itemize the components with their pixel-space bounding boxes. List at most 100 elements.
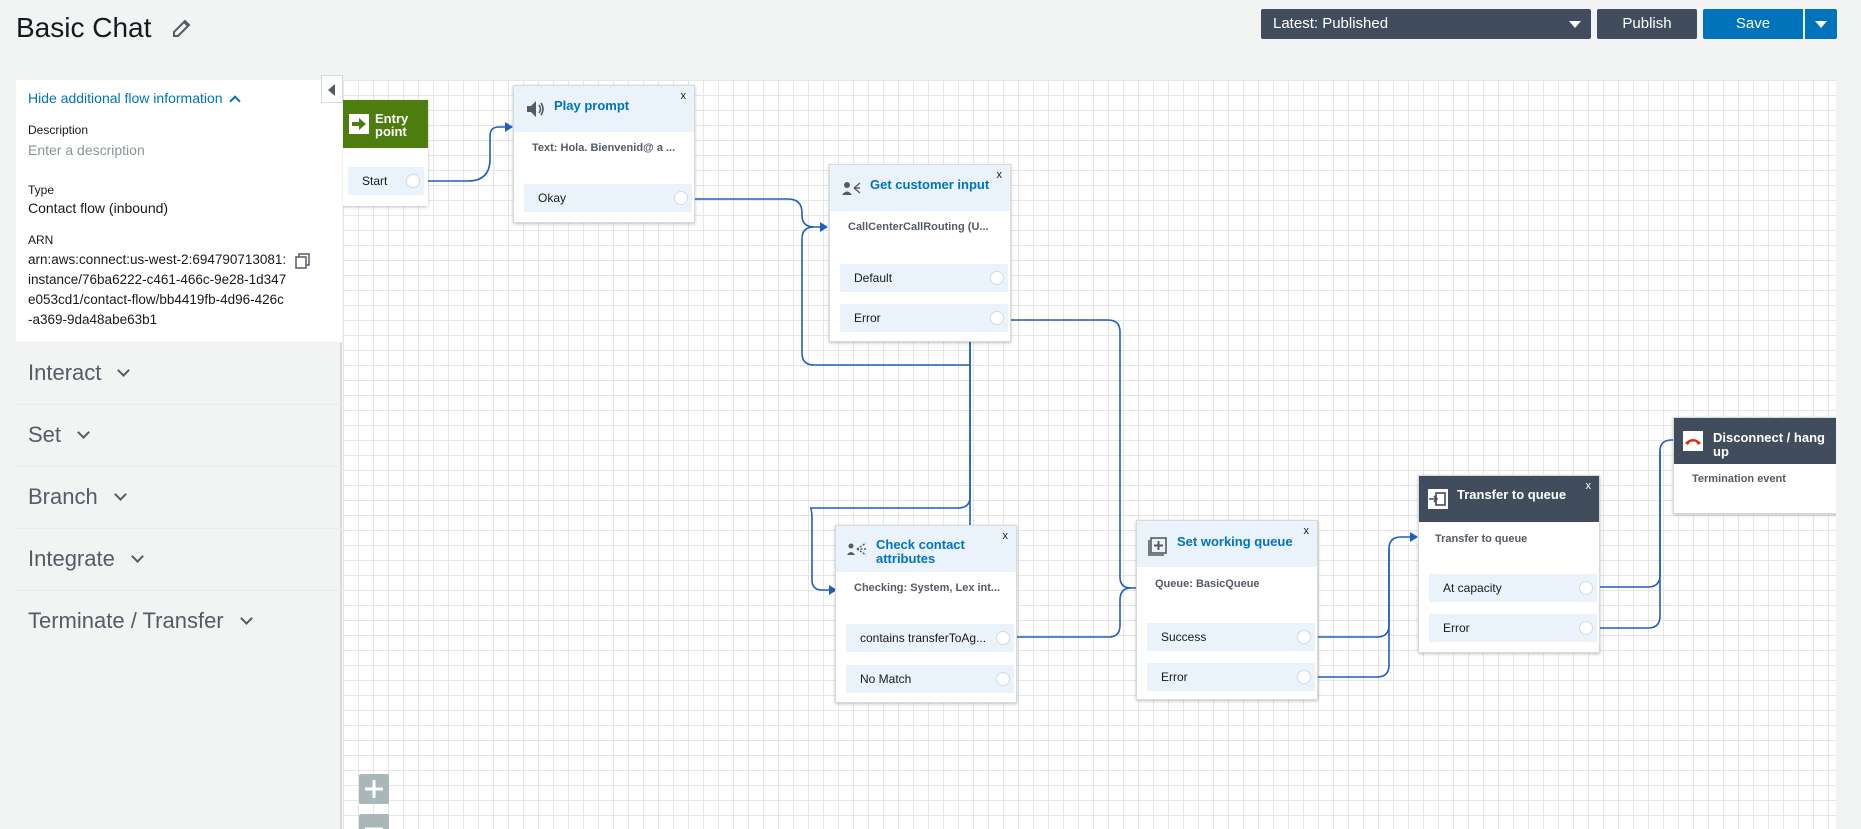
sidebar: Hide additional flow information Descrip… xyxy=(16,80,342,829)
entry-arrow-icon xyxy=(349,114,369,134)
collapse-sidebar-button[interactable] xyxy=(321,75,343,103)
entry-point-header: Entry point xyxy=(343,100,428,148)
version-select[interactable]: Latest: Published xyxy=(1261,9,1591,39)
zoom-in-button[interactable] xyxy=(359,774,389,804)
branch-attributes-icon xyxy=(847,542,867,556)
connector-port[interactable] xyxy=(990,311,1004,325)
block-header xyxy=(514,86,694,132)
category-label: Set xyxy=(28,422,62,447)
hang-up-phone-icon xyxy=(1683,431,1703,451)
branch-label: Start xyxy=(362,174,388,188)
block-header xyxy=(1419,476,1599,522)
arrowhead xyxy=(1410,532,1418,542)
customer-input-icon xyxy=(842,182,861,195)
category-terminate-transfer[interactable]: Terminate / Transfer xyxy=(16,590,342,650)
block-title: Disconnect / hang up xyxy=(1713,430,1825,459)
block-title: Set working queue xyxy=(1177,534,1293,549)
transfer-queue-icon xyxy=(1428,489,1448,509)
branch-success[interactable]: Success xyxy=(1147,623,1315,651)
category-label: Terminate / Transfer xyxy=(28,608,224,633)
block-title: Transfer to queue xyxy=(1457,487,1567,502)
chevron-up-icon xyxy=(228,95,241,107)
connector-port[interactable] xyxy=(990,271,1004,285)
chevron-down-icon xyxy=(113,488,127,501)
page-title: Basic Chat xyxy=(16,12,152,43)
branch-default[interactable]: Default xyxy=(840,264,1008,292)
connector-port[interactable] xyxy=(406,174,420,188)
block-subtitle: Text: Hola. Bienvenid@ a ... xyxy=(532,142,676,154)
wire-okay-to-input xyxy=(691,198,820,228)
branch-start[interactable]: Start xyxy=(348,167,424,195)
type-label: Type xyxy=(28,183,55,197)
copy-icon[interactable] xyxy=(294,252,312,270)
edit-pencil-icon[interactable] xyxy=(170,16,194,40)
category-set[interactable]: Set xyxy=(16,404,342,464)
get-customer-input-block[interactable]: Get customer input x CallCenterCallRouti… xyxy=(829,164,1011,342)
block-subtitle: Queue: BasicQueue xyxy=(1155,578,1260,590)
wire-match-to-setqueue xyxy=(994,587,1132,638)
close-icon[interactable]: x xyxy=(996,169,1003,181)
connector-port[interactable] xyxy=(1579,581,1593,595)
branch-label: No Match xyxy=(860,672,912,686)
category-label: Interact xyxy=(28,360,102,385)
block-header xyxy=(1137,521,1317,567)
close-icon[interactable]: x xyxy=(1303,525,1310,537)
close-icon[interactable]: x xyxy=(680,90,687,102)
disconnect-block[interactable]: Disconnect / hang up Termination event xyxy=(1673,417,1836,514)
close-icon[interactable]: x xyxy=(1585,480,1592,492)
flow-canvas[interactable]: Entry point Start Play prompt x Text: Ho… xyxy=(343,80,1836,829)
connector-port[interactable] xyxy=(996,672,1010,686)
set-working-queue-block[interactable]: Set working queue x Queue: BasicQueue Su… xyxy=(1136,520,1318,700)
play-prompt-block[interactable]: Play prompt x Text: Hola. Bienvenid@ a .… xyxy=(513,85,695,223)
transfer-to-queue-block[interactable]: Transfer to queue x Transfer to queue At… xyxy=(1418,475,1600,653)
branch-label: Default xyxy=(854,271,893,285)
set-queue-icon xyxy=(1148,537,1167,556)
branch-label: Error xyxy=(854,311,881,325)
branch-no-match[interactable]: No Match xyxy=(846,665,1014,693)
chevron-down-icon xyxy=(130,550,144,563)
speaker-icon xyxy=(527,101,544,117)
connector-port[interactable] xyxy=(1297,630,1311,644)
branch-label: Error xyxy=(1161,670,1188,684)
block-subtitle: Checking: System, Lex int... xyxy=(854,582,1001,594)
branch-at-capacity[interactable]: At capacity xyxy=(1429,574,1597,602)
arrowhead xyxy=(829,585,837,595)
check-contact-attributes-block[interactable]: Check contact attributes x Checking: Sys… xyxy=(835,525,1017,703)
close-icon[interactable]: x xyxy=(1002,530,1009,542)
version-select-value: Latest: Published xyxy=(1273,15,1389,32)
caret-down-icon xyxy=(1569,21,1581,28)
connector-port[interactable] xyxy=(674,191,688,205)
hide-flow-info-toggle[interactable]: Hide additional flow information xyxy=(28,90,241,107)
block-subtitle: CallCenterCallRouting (U... xyxy=(848,221,989,233)
branch-okay[interactable]: Okay xyxy=(524,184,692,212)
connector-port[interactable] xyxy=(1297,670,1311,684)
branch-error[interactable]: Error xyxy=(1429,614,1597,642)
wire-start-to-play xyxy=(416,126,505,182)
entry-point-block[interactable]: Entry point Start xyxy=(343,100,428,206)
arn-value: arn:aws:connect:us-west-2:694790713081:i… xyxy=(28,252,287,327)
zoom-out-button[interactable] xyxy=(359,814,389,829)
connector-port[interactable] xyxy=(1579,621,1593,635)
chevron-down-icon xyxy=(77,426,90,439)
save-button[interactable]: Save xyxy=(1703,9,1803,39)
branch-error[interactable]: Error xyxy=(1147,663,1315,691)
chevron-down-icon xyxy=(117,364,131,377)
plus-icon xyxy=(365,780,383,798)
type-value: Contact flow (inbound) xyxy=(28,200,169,216)
branch-contains-transfer[interactable]: contains transferToAg... xyxy=(846,624,1014,652)
branch-label: Okay xyxy=(538,191,567,205)
caret-down-icon xyxy=(1815,21,1827,28)
publish-button[interactable]: Publish xyxy=(1597,9,1697,39)
category-interact[interactable]: Interact xyxy=(16,342,342,402)
connector-port[interactable] xyxy=(996,631,1010,645)
save-options-button[interactable] xyxy=(1805,9,1837,39)
category-integrate[interactable]: Integrate xyxy=(16,528,342,588)
wire-error-to-transfer xyxy=(1296,549,1390,678)
category-branch[interactable]: Branch xyxy=(16,466,342,526)
description-input[interactable]: Enter a description xyxy=(28,142,145,158)
wire-okay-loop xyxy=(801,226,970,366)
branch-label: Error xyxy=(1443,621,1470,635)
category-label: Branch xyxy=(28,484,98,509)
branch-error[interactable]: Error xyxy=(840,304,1008,332)
arrowhead xyxy=(505,122,513,132)
